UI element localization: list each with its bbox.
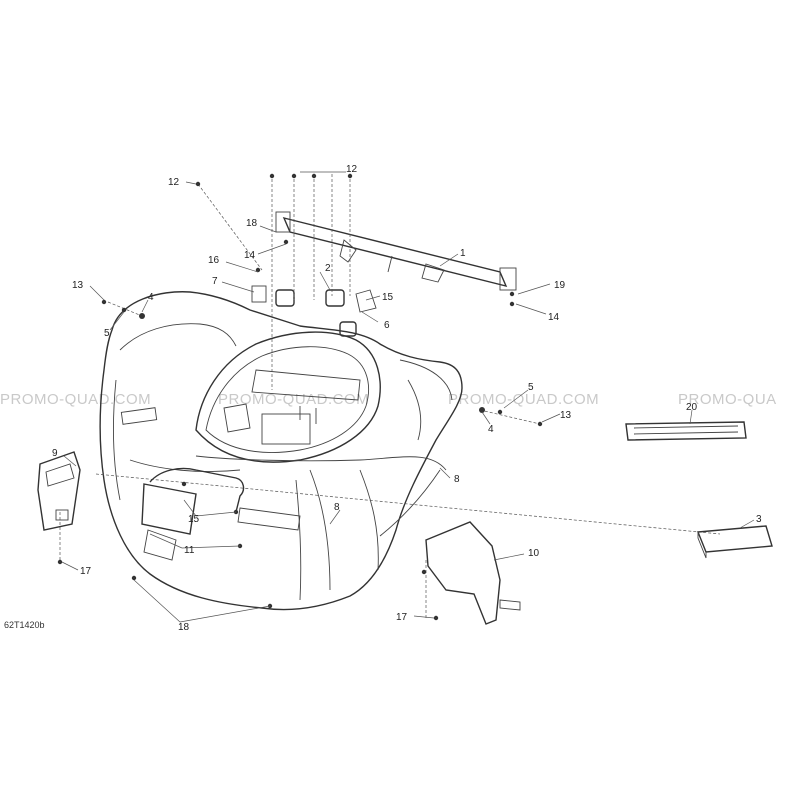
callout-12: 12 xyxy=(346,164,358,175)
callout-2: 2 xyxy=(325,263,331,274)
callout-3: 3 xyxy=(756,514,762,525)
watermark-layer: PROMO-QUAD.COM PROMO-QUAD.COM PROMO-QUAD… xyxy=(0,391,777,408)
callout-18: 18 xyxy=(178,622,190,633)
callout-14: 14 xyxy=(548,312,560,323)
callout-16: 16 xyxy=(208,255,220,266)
rubber-mount-blocks xyxy=(251,285,377,337)
callout-11: 11 xyxy=(184,545,195,556)
callout-4: 4 xyxy=(148,292,154,303)
watermark-text: PROMO-QUA xyxy=(678,391,777,408)
side-panel-right xyxy=(425,521,521,625)
callout-17: 17 xyxy=(396,612,408,623)
callout-6: 6 xyxy=(384,320,390,331)
drawing-reference-code: 62T1420b xyxy=(4,620,45,630)
callout-8: 8 xyxy=(334,502,340,513)
callout-13: 13 xyxy=(72,280,84,291)
pad-part xyxy=(697,525,773,559)
callout-labels: 1 2 3 4 4 5 5 6 7 8 8 9 10 11 12 12 13 1… xyxy=(52,164,762,633)
reflector-left xyxy=(37,451,81,531)
callout-7: 7 xyxy=(212,276,218,287)
callout-13: 13 xyxy=(560,410,572,421)
callout-5: 5 xyxy=(528,382,534,393)
watermark-text: PROMO-QUAD.COM xyxy=(218,391,369,408)
callout-17: 17 xyxy=(80,566,92,577)
decal-strip xyxy=(625,421,747,441)
callout-19: 19 xyxy=(554,280,566,291)
rear-fender-body xyxy=(99,291,463,611)
callout-10: 10 xyxy=(528,548,540,559)
fastener-dots xyxy=(57,173,543,621)
callout-9: 9 xyxy=(52,448,58,459)
license-bracket xyxy=(141,483,301,561)
watermark-text: PROMO-QUAD.COM xyxy=(448,391,599,408)
watermark-text: PROMO-QUAD.COM xyxy=(0,391,151,408)
storage-compartment xyxy=(195,331,381,463)
fastener-leader-lines xyxy=(59,174,721,618)
callout-8: 8 xyxy=(454,474,460,485)
callout-15: 15 xyxy=(382,292,394,303)
callout-4: 4 xyxy=(488,424,494,435)
callout-5: 5 xyxy=(104,328,110,339)
callout-leaders xyxy=(61,171,755,623)
callout-1: 1 xyxy=(460,248,466,259)
callout-12: 12 xyxy=(168,177,180,188)
callout-18: 18 xyxy=(246,218,258,229)
callout-15: 15 xyxy=(188,514,200,525)
callout-14: 14 xyxy=(244,250,256,261)
rear-rack-bar xyxy=(275,211,517,291)
wire-harness xyxy=(149,455,447,537)
callout-20: 20 xyxy=(686,402,698,413)
